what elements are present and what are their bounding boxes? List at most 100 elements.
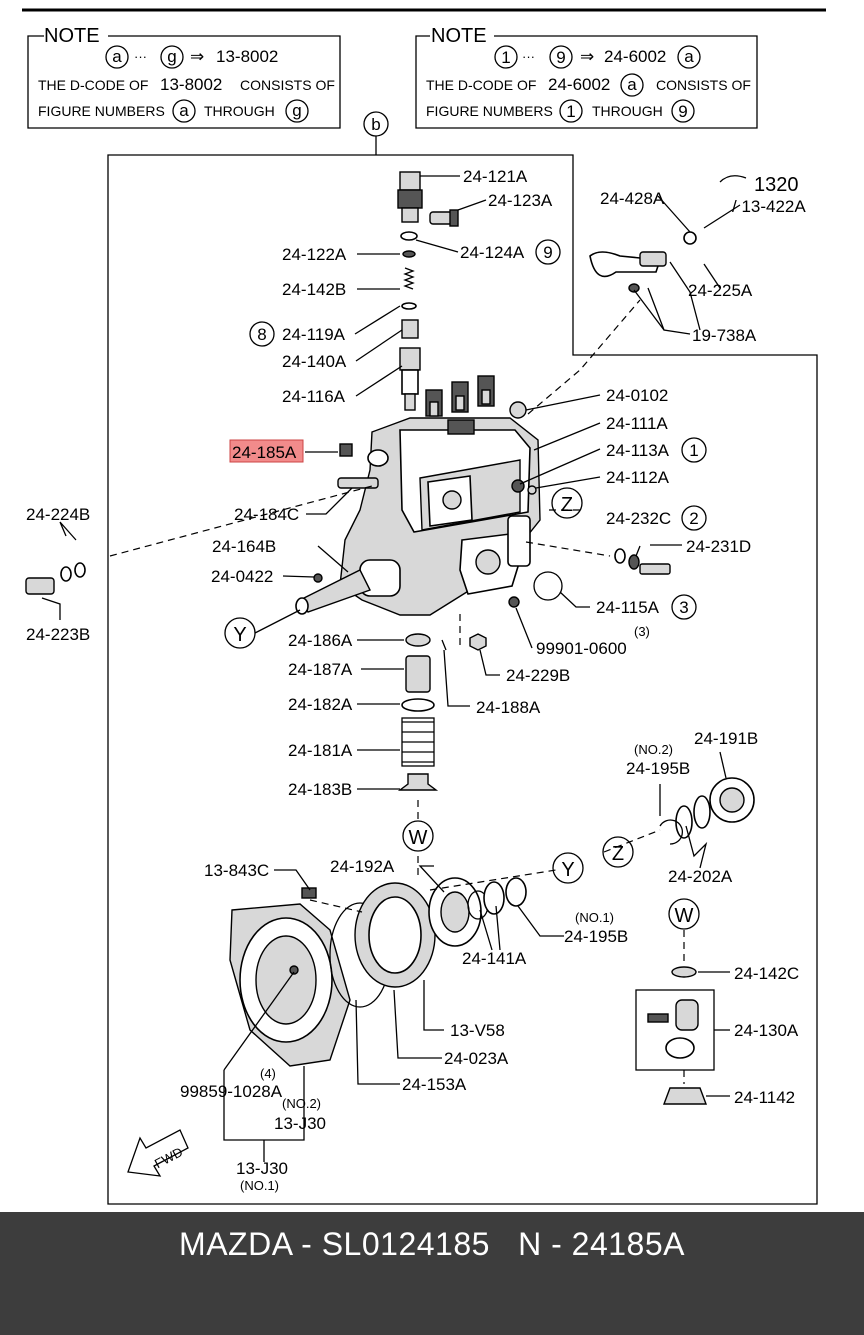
label-24-181a[interactable]: 24-181A xyxy=(288,741,353,760)
label-24-116a[interactable]: 24-116A xyxy=(282,387,346,406)
label-24-188a[interactable]: 24-188A xyxy=(476,698,541,717)
label-24-229b[interactable]: 24-229B xyxy=(506,666,570,685)
marker-z-top: Z xyxy=(561,494,573,516)
label-24-153a[interactable]: 24-153A xyxy=(402,1075,467,1094)
label-24-141a[interactable]: 24-141A xyxy=(462,949,527,968)
exploded-parts-diagram: NOTE a ··· g ⇒ 13-8002 THE D-CODE OF 13-… xyxy=(22,8,826,1205)
label-13-v58[interactable]: 13-V58 xyxy=(450,1021,505,1040)
footer-part-number: MAZDA - SL0124185 N - 24185A xyxy=(179,1226,685,1262)
note-left-line1-pre: THE D-CODE OF xyxy=(38,77,148,93)
label-24-231d[interactable]: 24-231D xyxy=(686,537,751,556)
label-24-023a[interactable]: 24-023A xyxy=(444,1049,509,1068)
label-99859-qty: (4) xyxy=(260,1066,276,1081)
left-bolts xyxy=(25,562,86,595)
label-24-130a[interactable]: 24-130A xyxy=(734,1021,799,1040)
note-left-target: 13-8002 xyxy=(216,47,278,66)
label-24-0102[interactable]: 24-0102 xyxy=(606,386,668,405)
label-24-183b[interactable]: 24-183B xyxy=(288,780,352,799)
label-24-186a[interactable]: 24-186A xyxy=(288,631,353,650)
marker-w-right: W xyxy=(675,905,694,927)
note-box-right: NOTE 1 ··· 9 ⇒ 24-6002 a THE D-CODE OF 2… xyxy=(415,25,758,129)
inset-parts xyxy=(589,175,747,293)
label-24-142c[interactable]: 24-142C xyxy=(734,964,799,983)
note-left-line2-pre: FIGURE NUMBERS xyxy=(38,103,165,119)
label-24-192a[interactable]: 24-192A xyxy=(330,857,395,876)
label-24-111a[interactable]: 24-111A xyxy=(606,414,668,433)
footer-bar: MAZDA - SL0124185 N - 24185A xyxy=(0,1212,864,1335)
label-24-232c-circle: 2 xyxy=(689,509,698,528)
label-19-738a[interactable]: 19-738A xyxy=(692,326,757,345)
label-1320[interactable]: 1320 xyxy=(754,174,799,196)
label-24-195b-top[interactable]: 24-195B xyxy=(626,759,690,778)
note-right-line1-code: 24-6002 xyxy=(548,75,610,94)
drive-housing xyxy=(229,877,527,1067)
right-bolts xyxy=(469,548,671,651)
lower-right-parts xyxy=(635,966,715,1105)
note-left-range-start: a xyxy=(112,47,122,66)
note-left-line2-mid: THROUGH xyxy=(204,103,275,119)
label-24-1142[interactable]: 24-1142 xyxy=(734,1088,795,1107)
label-24-224b[interactable]: 24-224B xyxy=(26,505,90,524)
label-24-202a[interactable]: 24-202A xyxy=(668,867,733,886)
label-24-195b-top-no: (NO.2) xyxy=(634,742,673,757)
label-13-j30-b[interactable]: 13-J30 xyxy=(236,1159,288,1178)
label-24-122a[interactable]: 24-122A xyxy=(282,245,347,264)
label-24-121a[interactable]: 24-121A xyxy=(463,167,528,186)
label-24-195b-bottom[interactable]: 24-195B xyxy=(564,927,628,946)
label-13-j30-no2: (NO.2) xyxy=(282,1096,321,1111)
label-13-j30-no1: (NO.1) xyxy=(240,1178,279,1193)
note-right-arrow: ⇒ xyxy=(580,47,594,66)
note-right-line2-pre: FIGURE NUMBERS xyxy=(426,103,553,119)
label-24-119a[interactable]: 24-119A xyxy=(282,325,346,344)
label-24-123a[interactable]: 24-123A xyxy=(488,191,553,210)
label-24-182a[interactable]: 24-182A xyxy=(288,695,353,714)
note-left-arrow: ⇒ xyxy=(190,47,204,66)
label-24-124a-circle: 9 xyxy=(543,243,552,262)
note-right-line1-post: CONSISTS OF xyxy=(656,77,751,93)
note-right-title: NOTE xyxy=(431,25,487,47)
label-24-232c[interactable]: 24-232C xyxy=(606,509,671,528)
label-24-184c[interactable]: 24-184C xyxy=(234,505,299,524)
label-99859-1028a[interactable]: 99859-1028A xyxy=(180,1082,283,1101)
governor-parts xyxy=(659,777,755,845)
label-24-428a[interactable]: 24-428A xyxy=(600,189,665,208)
label-24-113a[interactable]: 24-113A xyxy=(606,441,670,460)
label-24-112a[interactable]: 24-112A xyxy=(606,468,670,487)
part-labels: 24-121A 24-123A 24-124A 9 24-122A 24-142… xyxy=(26,167,806,1193)
label-13-j30-a[interactable]: 13-J30 xyxy=(274,1114,326,1133)
note-left-range-end: g xyxy=(167,47,176,66)
note-left-line1-post: CONSISTS OF xyxy=(240,77,335,93)
note-left-line2-end: g xyxy=(292,101,301,120)
label-24-191b[interactable]: 24-191B xyxy=(694,729,758,748)
label-13-843c[interactable]: 13-843C xyxy=(204,861,269,880)
label-24-0422[interactable]: 24-0422 xyxy=(211,567,273,586)
reference-markers: Y Z W Z Y W xyxy=(224,487,700,930)
leader-lines xyxy=(41,175,741,1162)
label-24-185a[interactable]: 24-185A xyxy=(232,443,297,462)
label-24-124a[interactable]: 24-124A xyxy=(460,243,525,262)
marker-y-left: Y xyxy=(233,624,246,646)
label-24-164b[interactable]: 24-164B xyxy=(212,537,276,556)
label-24-225a[interactable]: 24-225A xyxy=(688,281,753,300)
label-13-422a[interactable]: / 13-422A xyxy=(732,197,806,216)
note-right-line2-start: 1 xyxy=(566,102,575,121)
label-24-115a-circle: 3 xyxy=(679,598,688,617)
label-24-195b-bottom-no: (NO.1) xyxy=(575,910,614,925)
plunger-stack xyxy=(397,633,447,791)
note-right-line1-suffix: a xyxy=(627,75,637,94)
marker-w-center: W xyxy=(409,827,428,849)
label-99901-0600[interactable]: 99901-0600 xyxy=(536,639,627,658)
label-24-140a[interactable]: 24-140A xyxy=(282,352,347,371)
label-24-119a-circle: 8 xyxy=(257,325,266,344)
highlight-24-185a[interactable] xyxy=(229,439,304,463)
label-24-142b[interactable]: 24-142B xyxy=(282,280,346,299)
note-left-line2-start: a xyxy=(179,101,189,120)
fwd-label: FWD xyxy=(152,1144,185,1171)
label-24-223b[interactable]: 24-223B xyxy=(26,625,90,644)
note-left-title: NOTE xyxy=(44,25,100,47)
label-24-113a-circle: 1 xyxy=(689,441,698,460)
label-24-115a[interactable]: 24-115A xyxy=(596,598,660,617)
label-24-187a[interactable]: 24-187A xyxy=(288,660,353,679)
note-right-target: 24-6002 xyxy=(604,47,666,66)
